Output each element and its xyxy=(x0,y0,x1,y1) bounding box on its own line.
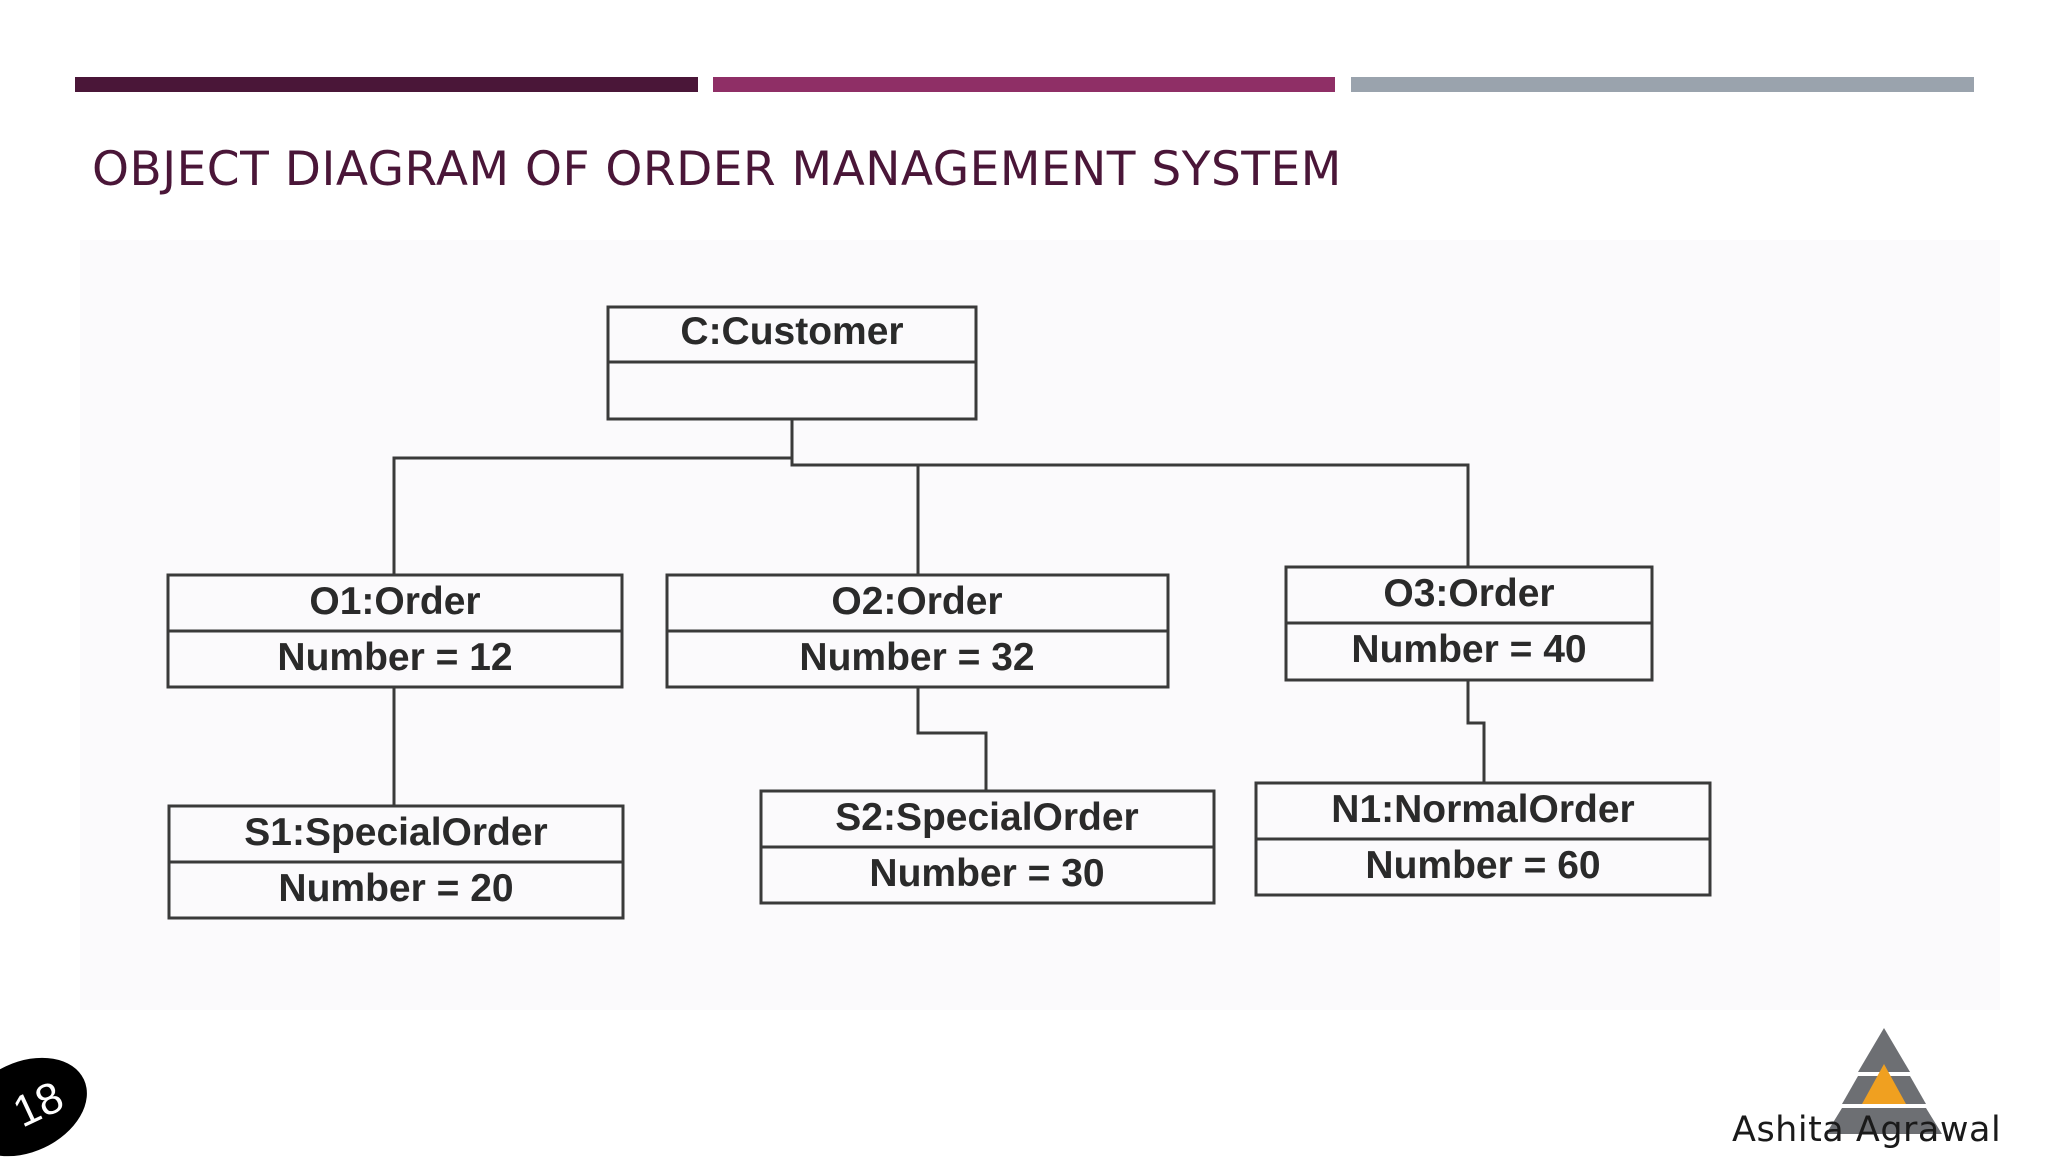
object-n1-normalorder: N1:NormalOrder Number = 60 xyxy=(1254,781,1712,897)
link-customer-o2 xyxy=(790,420,920,575)
link-o2-s2 xyxy=(916,688,988,791)
link-customer-o1 xyxy=(392,420,794,575)
author-logo-icon xyxy=(1826,1028,1942,1134)
object-s2-specialorder: S2:SpecialOrder Number = 30 xyxy=(759,789,1216,905)
object-customer-name: C:Customer xyxy=(680,310,903,353)
object-o2-name: O2:Order xyxy=(831,580,1002,623)
object-o3-name: O3:Order xyxy=(1383,572,1554,615)
header-bar-dark xyxy=(75,77,698,92)
object-n1-attribute: Number = 60 xyxy=(1365,844,1600,887)
object-s2-attribute: Number = 30 xyxy=(869,852,1104,895)
header-bar-grey xyxy=(1351,77,1974,92)
object-o2-attribute: Number = 32 xyxy=(799,636,1034,679)
object-customer: C:Customer xyxy=(606,305,978,421)
object-s2-name: S2:SpecialOrder xyxy=(835,796,1138,839)
object-s1-name: S1:SpecialOrder xyxy=(244,811,547,854)
object-o1-name: O1:Order xyxy=(309,580,480,623)
object-s1-specialorder: S1:SpecialOrder Number = 20 xyxy=(167,804,625,920)
object-o2-order: O2:Order Number = 32 xyxy=(665,573,1170,689)
link-customer-o3 xyxy=(792,463,1470,567)
slide-title: OBJECT DIAGRAM OF ORDER MANAGEMENT SYSTE… xyxy=(92,142,1342,197)
object-o3-attribute: Number = 40 xyxy=(1351,628,1586,671)
link-o3-n1 xyxy=(1466,680,1486,783)
author-name: Ashita Agrawal xyxy=(1732,1110,2002,1150)
object-n1-name: N1:NormalOrder xyxy=(1331,788,1634,831)
object-o1-attribute: Number = 12 xyxy=(277,636,512,679)
object-o1-order: O1:Order Number = 12 xyxy=(166,573,624,689)
object-o3-order: O3:Order Number = 40 xyxy=(1284,565,1654,682)
object-s1-attribute: Number = 20 xyxy=(278,867,513,910)
header-bar-magenta xyxy=(713,77,1335,92)
